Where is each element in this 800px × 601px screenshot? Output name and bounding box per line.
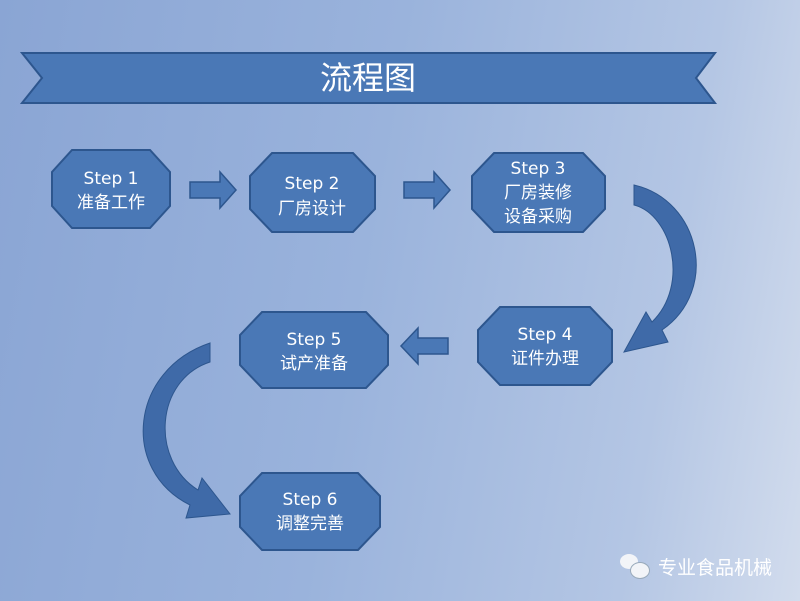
step-4-node bbox=[477, 306, 613, 386]
step-2-node bbox=[249, 152, 376, 233]
step-2-label: Step 2 bbox=[285, 174, 340, 194]
curved-arrow-icon bbox=[623, 184, 697, 353]
step-2-text: 厂房设计 bbox=[278, 199, 346, 219]
step-1-text: 准备工作 bbox=[77, 193, 145, 213]
arrow-left-icon bbox=[399, 326, 449, 366]
step-5-text: 试产准备 bbox=[280, 354, 348, 374]
arrow-right-icon bbox=[403, 170, 452, 210]
step-5-label: Step 5 bbox=[287, 330, 342, 350]
wechat-icon bbox=[620, 553, 650, 580]
step-6-node bbox=[239, 472, 381, 551]
title-text: 流程图 bbox=[320, 59, 416, 97]
step-3-text-2: 设备采购 bbox=[504, 207, 572, 227]
step-1-label: Step 1 bbox=[84, 169, 139, 189]
step-3-node bbox=[471, 152, 606, 233]
step-4-label: Step 4 bbox=[518, 325, 573, 345]
step-4-text: 证件办理 bbox=[511, 349, 579, 369]
step-6-label: Step 6 bbox=[283, 490, 338, 510]
step-1-node bbox=[51, 149, 171, 229]
step-5-node bbox=[239, 311, 389, 389]
title-banner bbox=[19, 52, 718, 104]
step-3-label: Step 3 bbox=[511, 159, 566, 179]
watermark: 专业食品机械 bbox=[620, 553, 772, 580]
arrow-right-icon bbox=[189, 170, 238, 210]
step-6-text: 调整完善 bbox=[276, 514, 344, 534]
watermark-text: 专业食品机械 bbox=[658, 557, 773, 579]
curved-arrow-icon bbox=[142, 342, 231, 519]
step-3-text-1: 厂房装修 bbox=[504, 183, 572, 203]
